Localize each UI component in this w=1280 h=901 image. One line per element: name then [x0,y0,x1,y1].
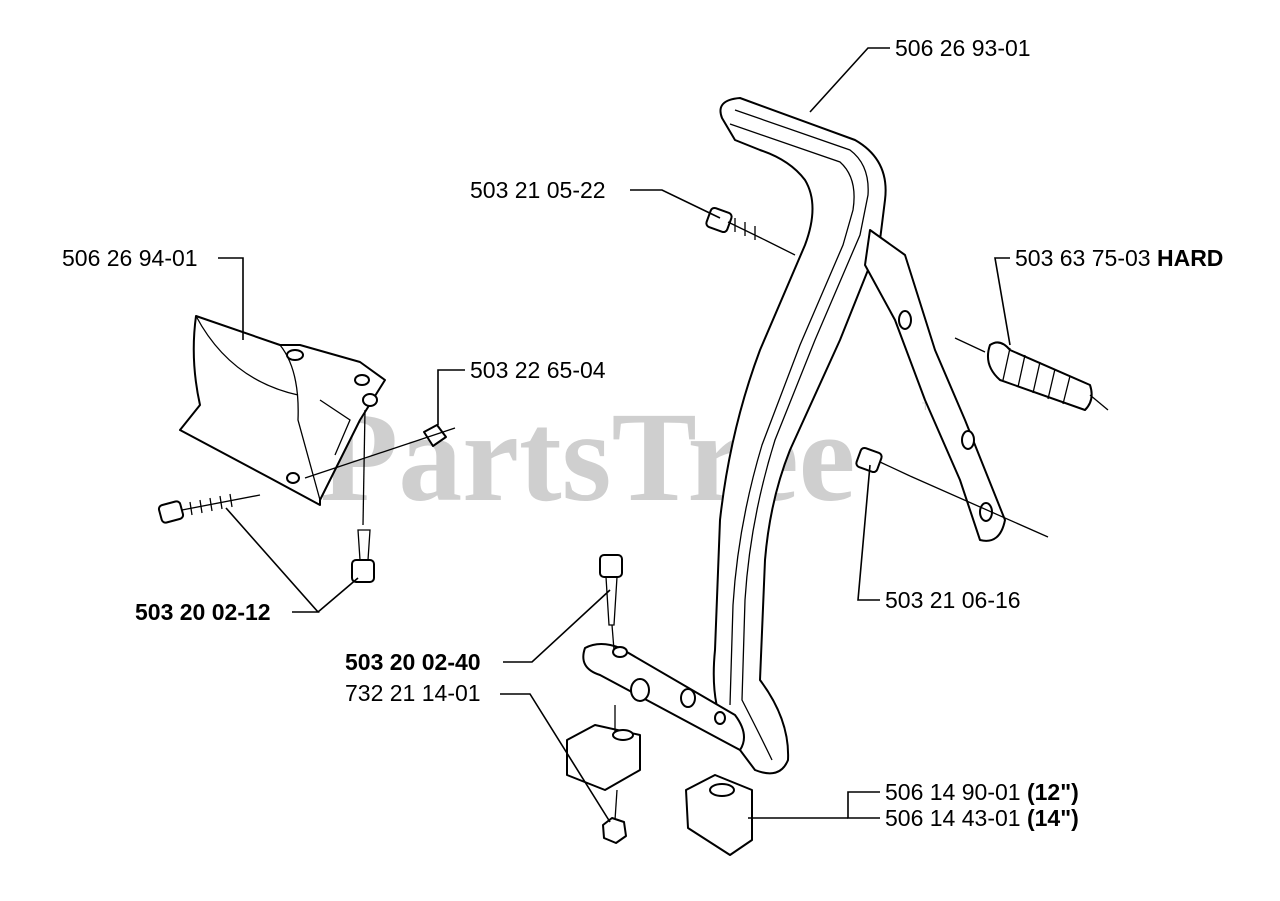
rubber-block-left[interactable] [566,705,641,821]
leader-bottom-nut [500,693,611,823]
leader-blocks [847,791,880,819]
bracket-screw-down[interactable] [351,409,375,583]
handle-bar[interactable] [712,97,887,775]
handle-side-arm[interactable] [864,229,1006,542]
label-block-12: 506 14 90-01 (12") [885,779,1079,805]
label-damper: 503 63 75-03 HARD [1015,245,1223,271]
label-square-nut: 503 22 65-04 [470,357,606,383]
label-bottom-nut: 732 21 14-01 [345,680,481,706]
leader-damper [994,257,1011,346]
bottom-screw[interactable] [599,554,623,651]
label-block-12-suffix: (12") [1027,779,1079,805]
leader-screw-side [857,464,880,601]
rubber-block-right[interactable] [685,774,753,856]
leader-mount-bracket [218,257,244,340]
label-bottom-screw: 503 20 02-40 [345,649,481,675]
leader-handle-bar [809,47,890,113]
damper-spring[interactable] [954,337,1109,411]
mount-bracket[interactable] [179,315,386,506]
leader-bracket-screws-2 [317,577,359,613]
label-damper-suffix: HARD [1157,245,1223,271]
label-screw-side: 503 21 06-16 [885,587,1021,613]
label-block-14-suffix: (14") [1027,805,1079,831]
label-screw-top: 503 21 05-22 [470,177,606,203]
leader-bottom-screw [503,589,611,663]
label-block-14: 506 14 43-01 (14") [885,805,1079,831]
leader-square-nut [437,369,465,425]
handle-bottom-plate[interactable] [582,643,745,751]
label-bracket-screws: 503 20 02-12 [135,599,271,625]
leader-screw-top [630,189,721,219]
handle-screw-top[interactable] [705,206,796,256]
bracket-screw-left[interactable] [157,493,261,524]
square-nut[interactable] [304,424,456,479]
label-mount-bracket: 506 26 94-01 [62,245,198,271]
label-block-14-part: 506 14 43-01 [885,805,1021,831]
label-handle-bar: 506 26 93-01 [895,35,1031,61]
leader-bracket-screws [225,507,320,613]
label-block-12-part: 506 14 90-01 [885,779,1021,805]
bottom-nut[interactable] [602,817,627,844]
handle-screw-side[interactable] [855,446,1049,538]
label-damper-part: 503 63 75-03 [1015,245,1151,271]
